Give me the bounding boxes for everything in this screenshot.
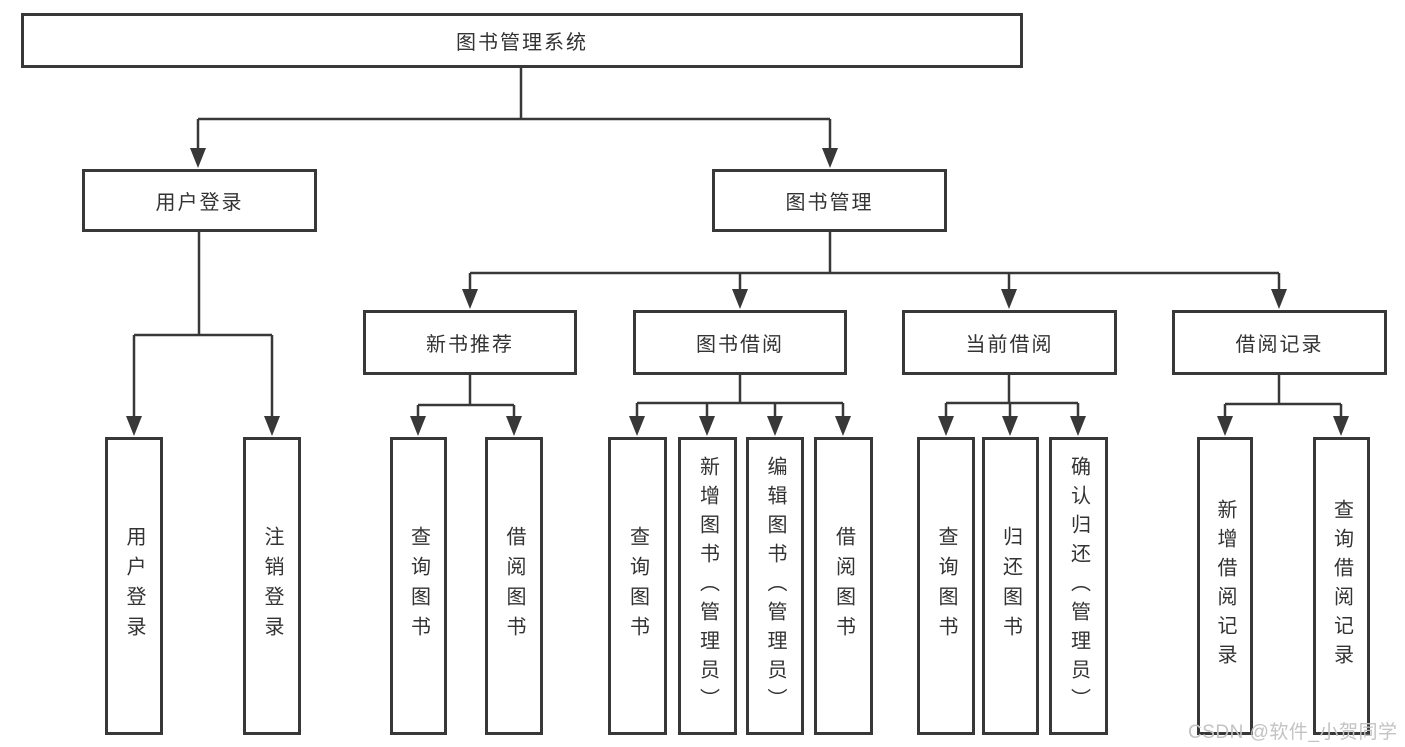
leaf-borrow-books-borrowing: 借阅图书	[814, 437, 873, 735]
node-book-management: 图书管理	[712, 169, 947, 232]
leaf-query-books-recommend: 查询图书	[390, 437, 447, 735]
node-borrowing-records: 借阅记录	[1172, 310, 1387, 375]
node-book-borrowing: 图书借阅	[633, 310, 847, 375]
node-new-book-recommend: 新书推荐	[363, 310, 577, 375]
node-current-borrowing: 当前借阅	[902, 310, 1117, 375]
leaf-query-books-borrowing: 查询图书	[608, 437, 667, 735]
leaf-query-books-current: 查询图书	[917, 437, 975, 735]
csdn-watermark: CSDN @软件_小贺同学	[1188, 722, 1398, 743]
leaf-edit-books-admin: 编辑图书（管理员）	[746, 437, 804, 735]
leaf-add-borrow-record: 新增借阅记录	[1197, 437, 1253, 735]
node-user-login: 用户登录	[82, 169, 317, 232]
node-root: 图书管理系统	[21, 13, 1023, 68]
leaf-return-books: 归还图书	[982, 437, 1039, 735]
leaf-user-login: 用户登录	[105, 437, 163, 735]
leaf-borrow-books-recommend: 借阅图书	[485, 437, 543, 735]
leaf-confirm-return-admin: 确认归还（管理员）	[1049, 437, 1108, 735]
leaf-add-books-admin: 新增图书（管理员）	[678, 437, 737, 735]
leaf-query-borrow-record: 查询借阅记录	[1313, 437, 1370, 735]
leaf-logout: 注销登录	[243, 437, 301, 735]
